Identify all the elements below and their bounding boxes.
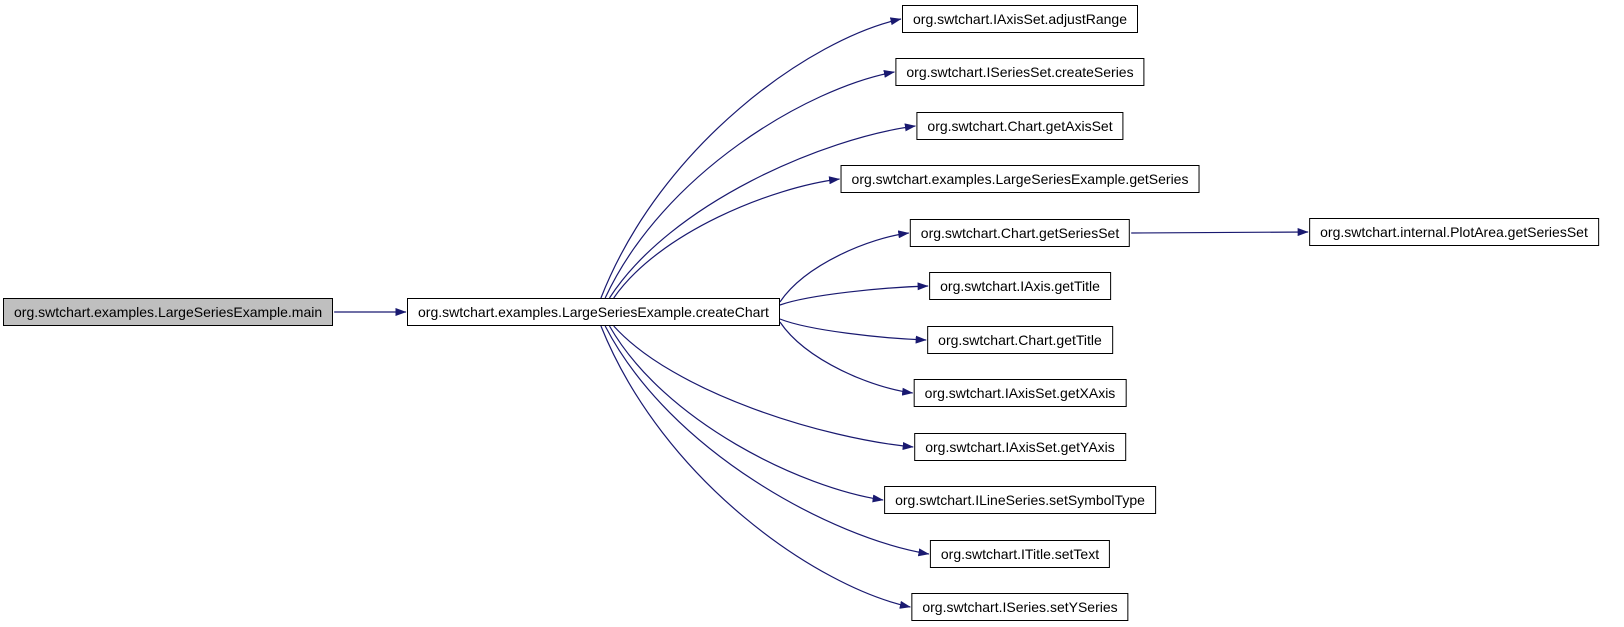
node-set-y-series[interactable]: org.swtchart.ISeries.setYSeries xyxy=(911,593,1129,621)
node-get-series[interactable]: org.swtchart.examples.LargeSeriesExample… xyxy=(840,165,1200,193)
node-get-y-axis[interactable]: org.swtchart.IAxisSet.getYAxis xyxy=(914,433,1126,461)
node-chart-get-title[interactable]: org.swtchart.Chart.getTitle xyxy=(927,326,1113,354)
node-get-axis-set[interactable]: org.swtchart.Chart.getAxisSet xyxy=(916,112,1124,140)
node-create-series[interactable]: org.swtchart.ISeriesSet.createSeries xyxy=(895,58,1145,86)
node-set-symbol-type[interactable]: org.swtchart.ILineSeries.setSymbolType xyxy=(884,486,1156,514)
node-plot-area-get-series-set[interactable]: org.swtchart.internal.PlotArea.getSeries… xyxy=(1309,218,1599,246)
node-create-chart[interactable]: org.swtchart.examples.LargeSeriesExample… xyxy=(407,298,780,326)
node-main[interactable]: org.swtchart.examples.LargeSeriesExample… xyxy=(3,298,334,326)
node-iaxis-get-title[interactable]: org.swtchart.IAxis.getTitle xyxy=(929,272,1111,300)
node-set-text[interactable]: org.swtchart.ITitle.setText xyxy=(929,540,1111,568)
node-get-series-set[interactable]: org.swtchart.Chart.getSeriesSet xyxy=(909,219,1131,247)
node-get-x-axis[interactable]: org.swtchart.IAxisSet.getXAxis xyxy=(913,379,1127,407)
node-adjust-range[interactable]: org.swtchart.IAxisSet.adjustRange xyxy=(902,5,1138,33)
